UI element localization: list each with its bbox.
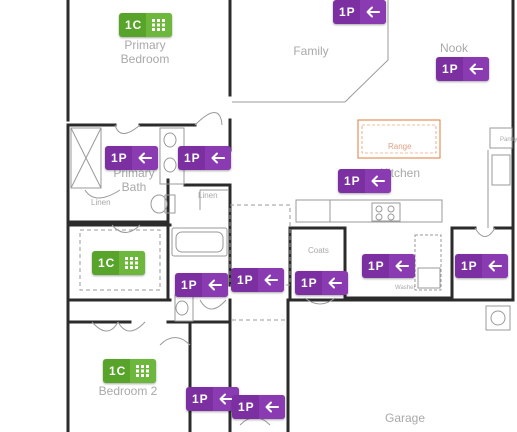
arrow-left-icon xyxy=(258,395,285,419)
badge-primary-bath[interactable]: 1P xyxy=(105,146,158,170)
arrow-left-icon xyxy=(201,273,228,297)
fixture-label-washer: Washer xyxy=(395,285,416,291)
fixture-label-range: Range xyxy=(388,142,412,151)
room-label-primary-bedroom: Primary Bedroom xyxy=(110,38,180,66)
arrow-left-icon xyxy=(359,0,386,24)
badge-hall[interactable]: 1P xyxy=(231,268,284,292)
badge-code: 1P xyxy=(339,5,356,19)
badge-code: 1P xyxy=(181,278,198,292)
grid-icon xyxy=(119,251,146,275)
room-label-primary-bath: Primary Bath xyxy=(106,166,162,194)
badge-bedroom-2[interactable]: 1C xyxy=(103,359,157,383)
fixture-label-linen-1: Linen xyxy=(91,198,111,207)
badge-code: 1P xyxy=(111,151,128,165)
primary-bath-line2: Bath xyxy=(121,180,147,194)
grid-icon xyxy=(130,359,157,383)
room-label-nook: Nook xyxy=(439,41,468,55)
arrow-left-icon xyxy=(364,169,391,193)
badge-code: 1P xyxy=(301,276,318,290)
badge-laundry[interactable]: 1P xyxy=(362,254,415,278)
badge-entry[interactable]: 1P xyxy=(232,395,285,419)
fixture-label-pantry: Pantry xyxy=(500,137,517,143)
room-label-bedroom-2: Bedroom 2 xyxy=(98,384,158,398)
grid-icon xyxy=(146,13,173,37)
arrow-left-icon xyxy=(481,254,508,278)
room-label-garage: Garage xyxy=(384,411,426,425)
primary-bedroom-line1: Primary xyxy=(124,38,166,52)
fixture-label-linen-2: Linen xyxy=(198,191,218,200)
primary-bedroom-line2: Bedroom xyxy=(120,52,170,66)
badge-bedroom-3[interactable]: 1C xyxy=(92,251,146,275)
badge-code: 1P xyxy=(461,259,478,273)
room-label-family: Family xyxy=(293,44,329,58)
arrow-left-icon xyxy=(131,146,158,170)
badge-bath-2[interactable]: 1P xyxy=(175,273,228,297)
badge-code: 1P xyxy=(368,259,385,273)
badge-code: 1C xyxy=(109,364,127,378)
badge-hall-lower[interactable]: 1P xyxy=(186,387,239,411)
badge-code: 1P xyxy=(344,174,361,188)
badge-code: 1P xyxy=(192,392,209,406)
badge-primary-bedroom[interactable]: 1C xyxy=(119,13,173,37)
arrow-left-icon xyxy=(462,57,489,81)
badge-garage-entry[interactable]: 1P xyxy=(455,254,508,278)
arrow-left-icon xyxy=(257,268,284,292)
badge-primary-closet[interactable]: 1P xyxy=(178,146,231,170)
badge-code: 1P xyxy=(442,62,459,76)
arrow-left-icon xyxy=(204,146,231,170)
badge-code: 1P xyxy=(184,151,201,165)
arrow-left-icon xyxy=(321,271,348,295)
badge-code: 1C xyxy=(98,256,116,270)
badge-kitchen[interactable]: 1P xyxy=(338,169,391,193)
fixture-label-coats: Coats xyxy=(308,246,329,255)
badge-code: 1P xyxy=(238,400,255,414)
badge-family[interactable]: 1P xyxy=(333,0,386,24)
badge-nook[interactable]: 1P xyxy=(436,57,489,81)
badge-code: 1C xyxy=(125,18,143,32)
arrow-left-icon xyxy=(388,254,415,278)
badge-coat-closet[interactable]: 1P xyxy=(295,271,348,295)
badge-code: 1P xyxy=(237,273,254,287)
